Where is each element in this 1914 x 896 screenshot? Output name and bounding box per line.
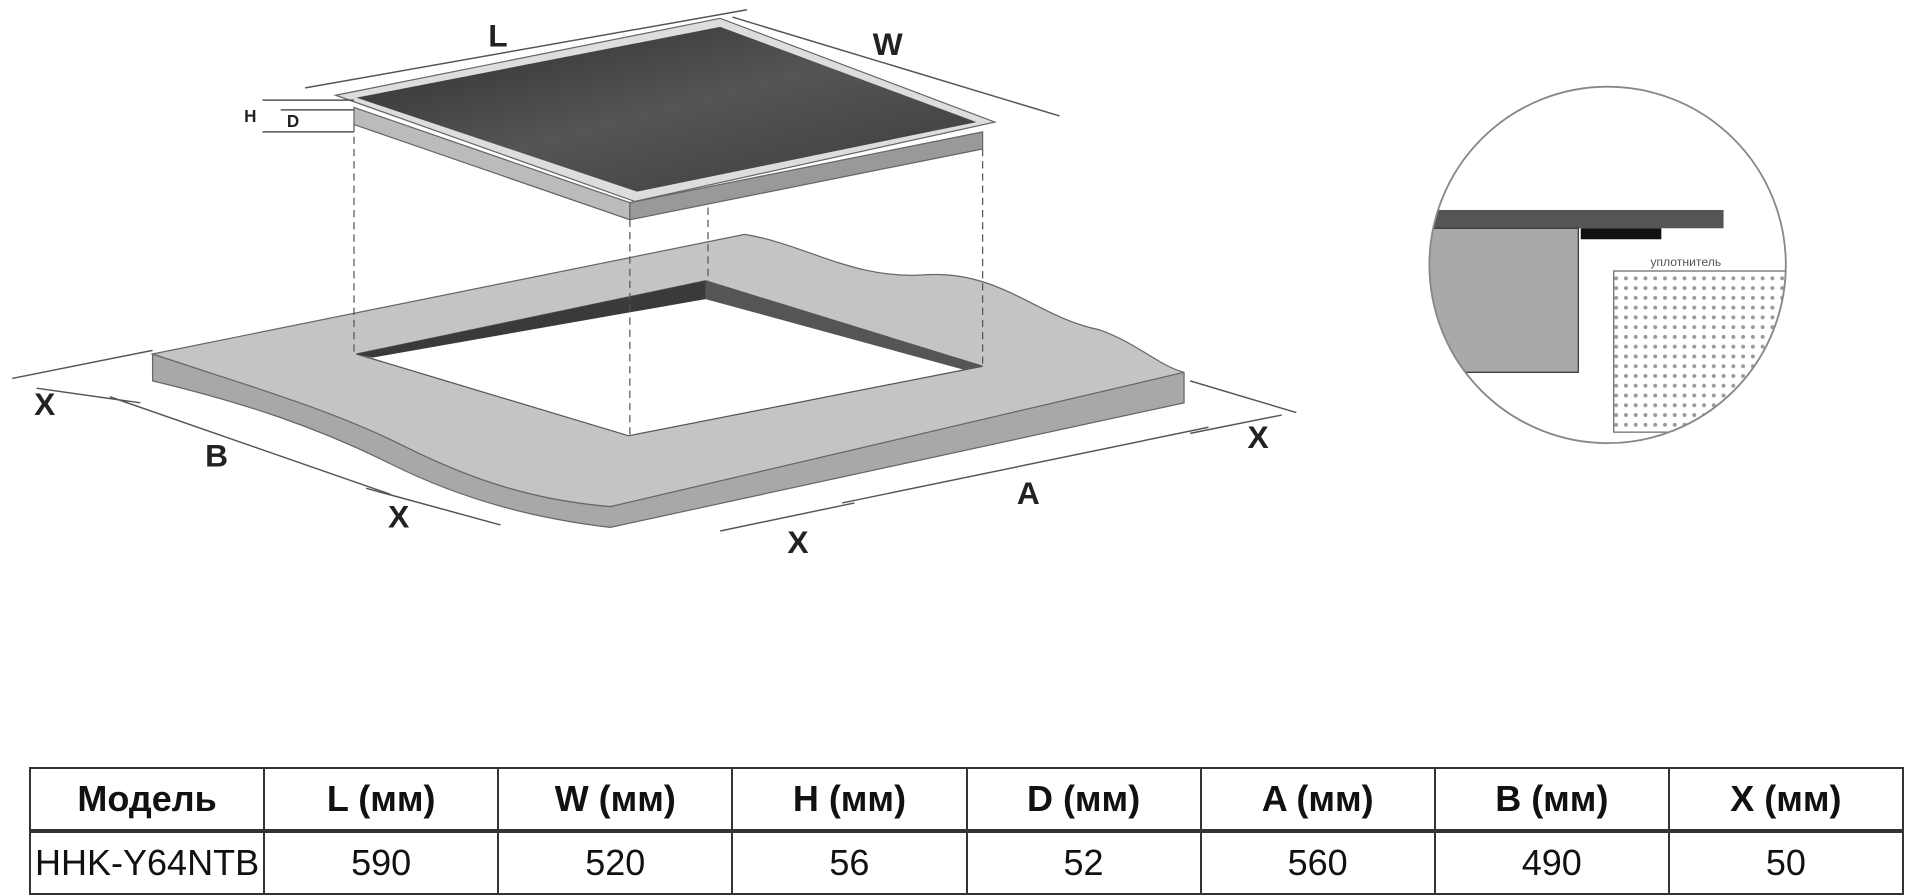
cell-L: 590 xyxy=(263,830,500,895)
seal-label: уплотнитель xyxy=(1650,255,1721,269)
cooktop xyxy=(333,17,997,221)
label-D: D xyxy=(287,112,299,131)
label-H: H xyxy=(244,107,256,126)
header-W: W (мм) xyxy=(497,767,734,832)
label-X: X xyxy=(787,524,808,560)
cell-A: 560 xyxy=(1199,830,1436,895)
cell-W: 520 xyxy=(497,830,734,895)
header-model: Модель xyxy=(28,767,266,832)
header-L: L (мм) xyxy=(263,767,500,832)
cell-H: 56 xyxy=(731,830,968,895)
header-H: H (мм) xyxy=(731,767,968,832)
cell-X: 50 xyxy=(1667,830,1905,895)
header-B: B (мм) xyxy=(1433,767,1670,832)
label-X: X xyxy=(34,386,55,422)
specs-table: Модель L (мм) W (мм) H (мм) D (мм) A (мм… xyxy=(28,767,1905,895)
label-W: W xyxy=(873,26,903,62)
table-header-row: Модель L (мм) W (мм) H (мм) D (мм) A (мм… xyxy=(28,767,1905,832)
dimension-lines xyxy=(12,9,1297,532)
header-X: X (мм) xyxy=(1667,767,1905,832)
detail-view: уплотнитель xyxy=(1428,85,1787,445)
cell-B: 490 xyxy=(1433,830,1670,895)
dimension-labels: L W H D X B X X A X xyxy=(34,17,1268,560)
label-X: X xyxy=(388,498,409,534)
label-B: B xyxy=(205,437,228,473)
label-A: A xyxy=(1017,475,1040,511)
projection-lines xyxy=(353,124,984,436)
table-row: HHK-Y64NTB 590 520 56 52 560 490 50 xyxy=(28,830,1905,895)
countertop xyxy=(150,233,1185,528)
header-A: A (мм) xyxy=(1199,767,1436,832)
label-X: X xyxy=(1248,419,1269,455)
cell-model: HHK-Y64NTB xyxy=(28,830,266,895)
cell-D: 52 xyxy=(965,830,1202,895)
header-D: D (мм) xyxy=(965,767,1202,832)
label-L: L xyxy=(488,17,507,53)
